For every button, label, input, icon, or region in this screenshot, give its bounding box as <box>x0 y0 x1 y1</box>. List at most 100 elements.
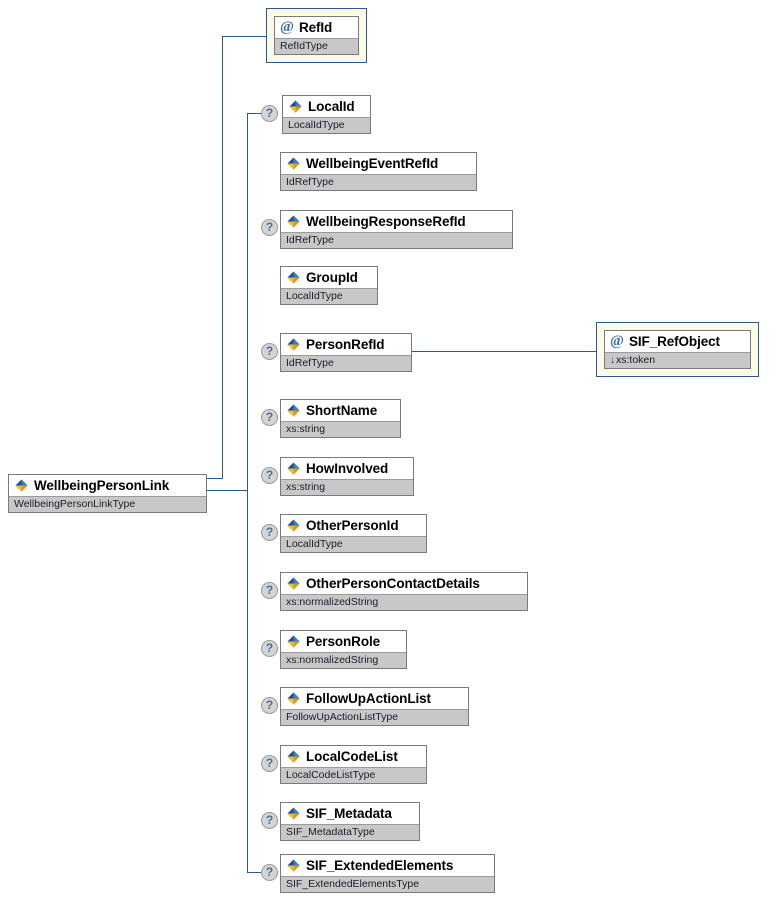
node-howinvolved-type: xs:string <box>281 479 413 495</box>
node-sif-refobject-inner: @ SIF_RefObject ↓xs:token <box>604 330 751 369</box>
node-localid-type: LocalIdType <box>283 117 370 133</box>
node-otherpersoncontactdetails-name: OtherPersonContactDetails <box>306 576 480 591</box>
node-localid-header: LocalId <box>283 96 370 117</box>
node-localid-inner: LocalId LocalIdType <box>282 95 371 134</box>
node-wellbeingresponserefid-inner: WellbeingResponseRefId IdRefType <box>280 210 513 249</box>
optional-badge-personrefid: ? <box>261 343 278 360</box>
node-personrefid-name: PersonRefId <box>306 337 385 352</box>
node-shortname-name: ShortName <box>306 403 378 418</box>
optional-badge-sif-extendedelements: ? <box>261 864 278 881</box>
attribute-icon: @ <box>280 19 294 35</box>
element-connector-vertical <box>247 113 248 872</box>
node-refid-type: RefIdType <box>275 38 358 54</box>
node-groupid-inner: GroupId LocalIdType <box>280 266 378 305</box>
node-wellbeingresponserefid[interactable]: WellbeingResponseRefId IdRefType <box>280 210 513 249</box>
node-localid[interactable]: LocalId LocalIdType <box>282 95 371 134</box>
node-personrole-name: PersonRole <box>306 634 381 649</box>
node-localcodelist-name: LocalCodeList <box>306 749 398 764</box>
node-wellbeingeventrefid[interactable]: WellbeingEventRefId IdRefType <box>280 152 477 191</box>
node-sif-refobject-type-text: xs:token <box>616 354 656 366</box>
node-wellbeingeventrefid-name: WellbeingEventRefId <box>306 156 439 171</box>
node-wellbeingeventrefid-type: IdRefType <box>281 174 476 190</box>
root-node-wellbeingpersonlink[interactable]: WellbeingPersonLink WellbeingPersonLinkT… <box>8 474 207 513</box>
node-otherpersoncontactdetails-header: OtherPersonContactDetails <box>281 573 527 594</box>
node-sif-refobject[interactable]: @ SIF_RefObject ↓xs:token <box>596 322 759 377</box>
element-icon <box>286 806 301 821</box>
node-otherpersonid[interactable]: OtherPersonId LocalIdType <box>280 514 427 553</box>
node-followupactionlist-inner: FollowUpActionList FollowUpActionListTyp… <box>280 687 469 726</box>
root-node-inner: WellbeingPersonLink WellbeingPersonLinkT… <box>8 474 207 513</box>
node-howinvolved-inner: HowInvolved xs:string <box>280 457 414 496</box>
node-otherpersoncontactdetails-type: xs:normalizedString <box>281 594 527 610</box>
node-shortname[interactable]: ShortName xs:string <box>280 399 401 438</box>
optional-badge-shortname: ? <box>261 409 278 426</box>
node-groupid-header: GroupId <box>281 267 377 288</box>
node-refid[interactable]: @ RefId RefIdType <box>266 8 367 63</box>
node-shortname-header: ShortName <box>281 400 400 421</box>
derived-type-arrow-icon: ↓ <box>610 355 615 366</box>
node-localcodelist-inner: LocalCodeList LocalCodeListType <box>280 745 427 784</box>
node-sif-extendedelements[interactable]: SIF_ExtendedElements SIF_ExtendedElement… <box>280 854 495 893</box>
element-icon <box>286 518 301 533</box>
node-otherpersoncontactdetails-inner: OtherPersonContactDetails xs:normalizedS… <box>280 572 528 611</box>
node-followupactionlist[interactable]: FollowUpActionList FollowUpActionListTyp… <box>280 687 469 726</box>
node-groupid[interactable]: GroupId LocalIdType <box>280 266 378 305</box>
personrefid-to-sifrefobject-connector <box>412 351 597 352</box>
node-personrole-header: PersonRole <box>281 631 406 652</box>
element-connector-to-root <box>207 490 248 491</box>
node-followupactionlist-name: FollowUpActionList <box>306 691 431 706</box>
node-groupid-name: GroupId <box>306 270 358 285</box>
node-howinvolved[interactable]: HowInvolved xs:string <box>280 457 414 496</box>
node-shortname-inner: ShortName xs:string <box>280 399 401 438</box>
node-refid-name: RefId <box>298 20 333 35</box>
element-icon <box>286 461 301 476</box>
node-localid-name: LocalId <box>308 99 355 114</box>
node-sif-extendedelements-header: SIF_ExtendedElements <box>281 855 494 876</box>
node-sif-metadata[interactable]: SIF_Metadata SIF_MetadataType <box>280 802 420 841</box>
node-sif-metadata-type: SIF_MetadataType <box>281 824 419 840</box>
optional-badge-otherpersonid: ? <box>261 524 278 541</box>
node-personrefid-inner: PersonRefId IdRefType <box>280 333 412 372</box>
node-personrefid-type: IdRefType <box>281 355 411 371</box>
element-connector-to-localid <box>247 113 262 114</box>
node-howinvolved-header: HowInvolved <box>281 458 413 479</box>
node-sif-refobject-type: ↓xs:token <box>605 352 750 368</box>
element-icon <box>14 478 29 493</box>
optional-badge-sif-metadata: ? <box>261 812 278 829</box>
root-node-name: WellbeingPersonLink <box>34 478 170 493</box>
node-shortname-type: xs:string <box>281 421 400 437</box>
element-icon <box>286 749 301 764</box>
node-personrole-inner: PersonRole xs:normalizedString <box>280 630 407 669</box>
node-sif-metadata-header: SIF_Metadata <box>281 803 419 824</box>
node-sif-extendedelements-name: SIF_ExtendedElements <box>306 858 454 873</box>
element-icon <box>286 858 301 873</box>
optional-badge-localcodelist: ? <box>261 755 278 772</box>
node-wellbeingresponserefid-header: WellbeingResponseRefId <box>281 211 512 232</box>
root-node-type: WellbeingPersonLinkType <box>9 496 206 512</box>
element-icon <box>286 403 301 418</box>
node-sif-metadata-inner: SIF_Metadata SIF_MetadataType <box>280 802 420 841</box>
node-sif-extendedelements-type: SIF_ExtendedElementsType <box>281 876 494 892</box>
node-otherpersoncontactdetails[interactable]: OtherPersonContactDetails xs:normalizedS… <box>280 572 528 611</box>
node-personrefid[interactable]: PersonRefId IdRefType <box>280 333 412 372</box>
element-icon <box>286 214 301 229</box>
node-wellbeingeventrefid-inner: WellbeingEventRefId IdRefType <box>280 152 477 191</box>
node-otherpersonid-type: LocalIdType <box>281 536 426 552</box>
element-icon <box>286 270 301 285</box>
attribute-icon: @ <box>610 333 624 349</box>
attribute-connector-to-root <box>207 478 223 479</box>
node-wellbeingresponserefid-name: WellbeingResponseRefId <box>306 214 466 229</box>
node-refid-inner: @ RefId RefIdType <box>274 16 359 55</box>
optional-badge-howinvolved: ? <box>261 467 278 484</box>
node-personrole-type: xs:normalizedString <box>281 652 406 668</box>
optional-badge-followupactionlist: ? <box>261 697 278 714</box>
node-wellbeingeventrefid-header: WellbeingEventRefId <box>281 153 476 174</box>
element-connector-to-extendedelements <box>247 872 262 873</box>
optional-badge-localid: ? <box>261 105 278 122</box>
optional-badge-otherpersoncontactdetails: ? <box>261 582 278 599</box>
node-personrole[interactable]: PersonRole xs:normalizedString <box>280 630 407 669</box>
node-localcodelist[interactable]: LocalCodeList LocalCodeListType <box>280 745 427 784</box>
node-refid-header: @ RefId <box>275 17 358 38</box>
element-icon <box>288 99 303 114</box>
node-sif-refobject-header: @ SIF_RefObject <box>605 331 750 352</box>
